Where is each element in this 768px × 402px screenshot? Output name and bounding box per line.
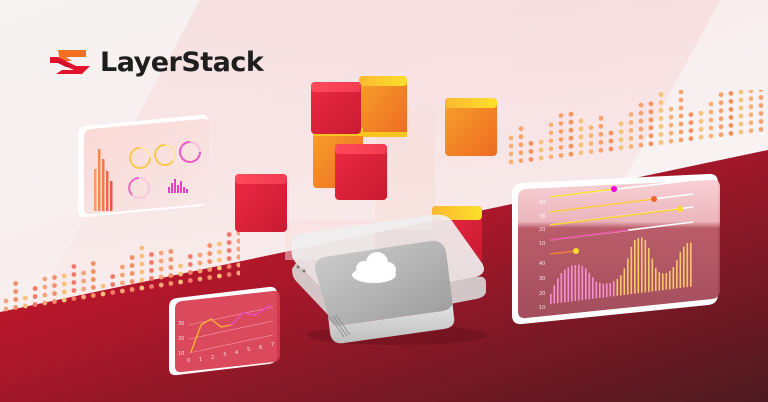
cube-red <box>235 174 287 232</box>
slider-handle[interactable] <box>573 248 579 254</box>
slider-handle[interactable] <box>651 196 657 202</box>
bar-chart-bars <box>550 237 692 304</box>
brand-logo[interactable]: LayerStack <box>46 46 264 78</box>
x-tick: 3 <box>223 352 227 358</box>
bar-chart-mini <box>94 149 113 211</box>
line-chart-panel <box>169 286 280 376</box>
bar-tick: 40 <box>539 261 546 267</box>
y-tick: 20 <box>178 336 185 342</box>
brand-name: LayerStack <box>100 46 264 78</box>
bar-tick: 20 <box>539 291 546 297</box>
slider-tick: 20 <box>539 227 546 233</box>
slider-tick: 10 <box>539 241 546 247</box>
cloud-icon <box>352 252 396 283</box>
ring-gauges <box>128 141 201 199</box>
cube-orange <box>359 76 407 137</box>
cube-red <box>311 82 361 134</box>
slider-tracks <box>549 179 694 255</box>
slider-tick: 30 <box>539 214 546 220</box>
y-tick: 10 <box>178 351 185 357</box>
x-tick: 7 <box>271 342 275 348</box>
slider-handle[interactable] <box>611 186 617 192</box>
dot-equalizer-right <box>508 90 764 165</box>
x-tick: 5 <box>247 347 251 353</box>
cloud-server-device <box>291 214 487 345</box>
cube-stack <box>235 76 497 262</box>
layered-s-logo-icon <box>50 50 90 74</box>
bar-tick: 30 <box>539 276 546 282</box>
x-tick: 2 <box>211 355 215 361</box>
cube-orange <box>445 98 497 156</box>
bar-tick: 10 <box>539 305 546 311</box>
vent-grille <box>329 314 351 338</box>
dashboard-panel-left <box>78 114 209 218</box>
cube-red <box>335 144 387 200</box>
x-tick: 1 <box>199 357 203 363</box>
equalizer-mini <box>168 179 188 193</box>
slider-handle[interactable] <box>677 206 683 212</box>
x-tick: 4 <box>235 350 239 356</box>
dot-equalizer-left <box>3 230 240 312</box>
slider-tick: 40 <box>539 200 546 206</box>
y-tick: 30 <box>178 321 185 327</box>
x-tick: 0 <box>187 358 191 364</box>
x-tick: 6 <box>259 345 263 351</box>
analytics-panel-right <box>512 173 720 325</box>
